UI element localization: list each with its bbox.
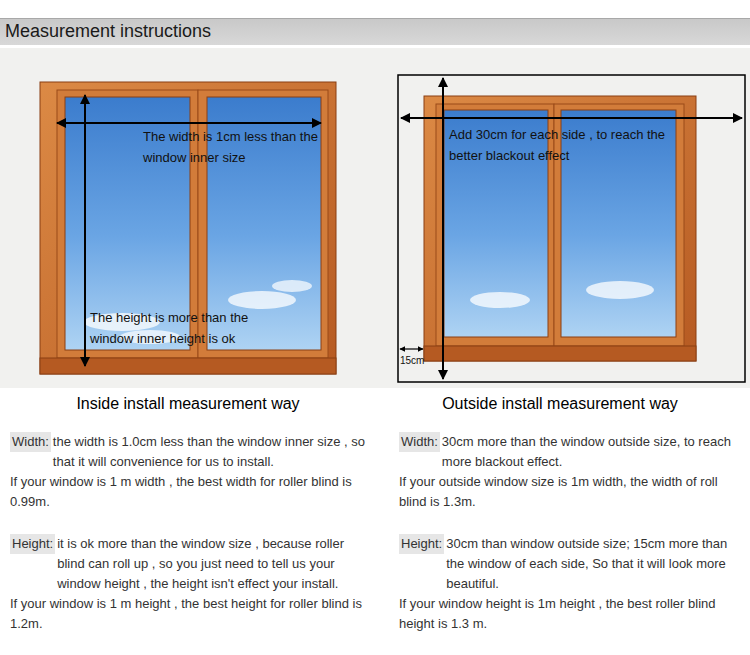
field-row: Width:the width is 1.0cm less than the w… <box>10 432 375 472</box>
field-label: Width: <box>10 432 51 452</box>
field-label: Height: <box>399 534 444 554</box>
field-text: it is ok more than the window size , bec… <box>57 534 375 594</box>
field-text: 30cm than window outside size; 15cm more… <box>446 534 744 594</box>
cloud <box>470 292 530 308</box>
cloud <box>586 281 654 299</box>
width-arrow <box>57 122 321 124</box>
field-label: Width: <box>399 432 440 452</box>
dimension-note: The height is more than the window inner… <box>90 307 290 349</box>
dimension-note: Add 30cm for each side , to reach the be… <box>449 124 681 166</box>
wall-background <box>0 48 750 388</box>
text-column: Width:the width is 1.0cm less than the w… <box>10 432 375 634</box>
figure-caption: Outside install measurement way <box>395 393 725 415</box>
dimension-value: 15cm <box>400 355 424 367</box>
text-column: Width:30cm more than the window outside … <box>399 432 744 634</box>
field-row: Width:30cm more than the window outside … <box>399 432 744 472</box>
height-arrow <box>442 78 444 379</box>
window-glass <box>444 110 548 337</box>
figure-caption: Inside install measurement way <box>30 393 346 415</box>
example-text: If your window is 1 m width , the best w… <box>10 472 375 512</box>
cloud <box>272 280 312 292</box>
title-text: Measurement instructions <box>5 18 211 45</box>
window-glass <box>561 110 676 337</box>
field-row: Height:it is ok more than the window siz… <box>10 534 375 594</box>
window-sill <box>424 346 696 361</box>
field-text: the width is 1.0cm less than the window … <box>53 432 375 472</box>
height-arrow <box>84 95 86 366</box>
title-bar-edge <box>0 18 750 19</box>
cloud <box>228 291 296 309</box>
example-text: If your outside window size is 1m width,… <box>399 472 744 512</box>
field-text: 30cm more than the window outside size, … <box>442 432 744 472</box>
field-label: Height: <box>10 534 55 554</box>
width-arrow <box>401 117 742 119</box>
window-frame <box>424 96 696 361</box>
blind-outline <box>398 75 745 382</box>
field-row: Height:30cm than window outside size; 15… <box>399 534 744 594</box>
dimension-note: The width is 1cm less than the window in… <box>143 126 333 168</box>
title-bar <box>0 18 750 45</box>
offset-arrow <box>400 348 423 349</box>
inside-window <box>40 82 336 374</box>
outside-window <box>424 96 696 361</box>
example-text: If your window is 1 m height , the best … <box>10 594 375 634</box>
window-frame <box>40 82 336 374</box>
example-text: If your window height is 1m height , the… <box>399 594 744 634</box>
